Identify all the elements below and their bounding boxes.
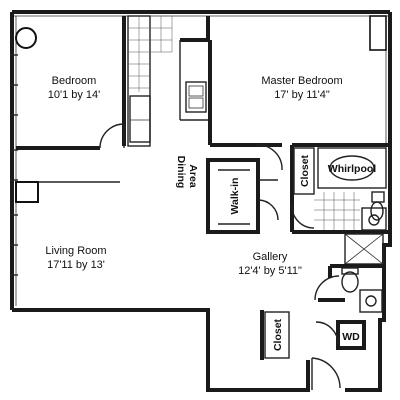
whirlpool-label: Whirlpool [328, 163, 376, 175]
walk-in-label: Walk-in [229, 178, 241, 215]
bedroom-name: Bedroom [52, 75, 97, 87]
kitchen [127, 15, 208, 147]
closet-entry-label: Closet [272, 318, 284, 351]
dining-area-line2: Area [187, 164, 199, 188]
living-room-dims: 17'11 by 13' [47, 259, 105, 271]
bedroom-dims: 10'1 by 14' [48, 89, 101, 101]
living-column [15, 181, 39, 203]
wd-label: WD [342, 331, 360, 343]
interior-walls [15, 16, 390, 390]
closet-master-label: Closet [299, 154, 311, 187]
living-room-name: Living Room [45, 245, 106, 257]
kitchen-tile [128, 15, 173, 92]
master-bedroom-name: Master Bedroom [261, 75, 342, 87]
column-square [369, 15, 387, 51]
gallery-name: Gallery [253, 251, 288, 263]
master-bedroom-dims: 17' by 11'4" [274, 89, 330, 101]
dining-area-line1: Dining [175, 156, 187, 189]
exterior-walls [10, 10, 392, 392]
bath-tile [314, 192, 360, 230]
gallery-dims: 12'4' by 5'11" [238, 265, 302, 277]
column-circle [15, 27, 37, 49]
